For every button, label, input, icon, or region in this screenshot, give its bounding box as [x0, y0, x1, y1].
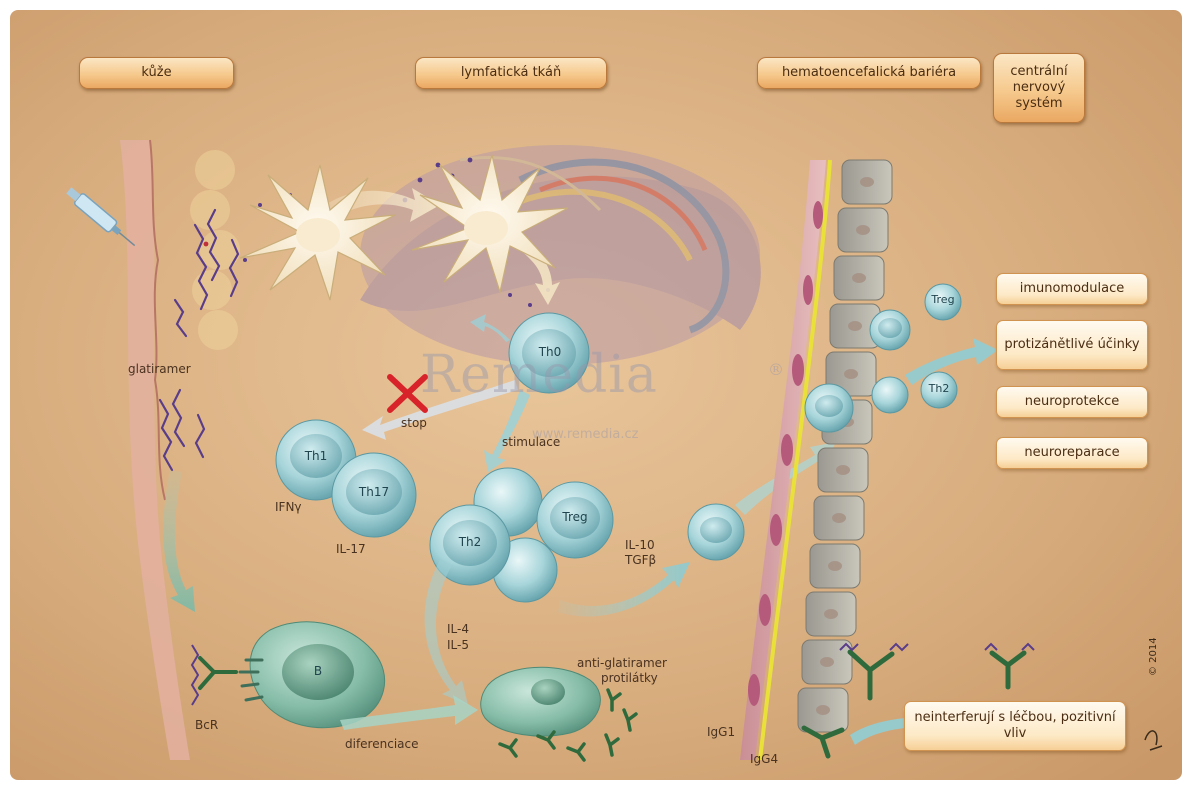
- label-antibodies-line1: anti-glatiramer: [577, 656, 667, 670]
- label-il4: IL-4: [447, 622, 469, 636]
- label-diferenciace: diferenciace: [345, 737, 418, 751]
- label-tgfb: TGFβ: [625, 553, 656, 567]
- copyright: © 2014: [1148, 637, 1160, 676]
- cell-b-label: B: [305, 664, 331, 678]
- cell-treg-cns-label: Treg: [926, 293, 960, 306]
- label-glatiramer: glatiramer: [128, 362, 191, 376]
- header-lymphatic-tissue: lymfatická tkáň: [415, 57, 607, 89]
- cell-th2-label: Th2: [450, 535, 490, 549]
- watermark-registered: ®: [768, 360, 784, 379]
- header-skin: kůže: [79, 57, 234, 89]
- effect-neuroreparation: neuroreparace: [996, 437, 1148, 469]
- label-igg1: IgG1: [707, 725, 735, 739]
- effect-neuroprotection: neuroprotekce: [996, 386, 1148, 418]
- outcome-box: neinterferují s léčbou, pozitivní vliv: [904, 701, 1126, 751]
- effect-immunomodulation: imunomodulace: [996, 273, 1148, 305]
- label-stop: stop: [401, 416, 427, 430]
- label-il10: IL-10: [625, 538, 655, 552]
- cell-th2-cns-label: Th2: [922, 382, 956, 395]
- label-il5: IL-5: [447, 638, 469, 652]
- label-antibodies-line2: protilátky: [601, 671, 658, 685]
- label-il17: IL-17: [336, 542, 366, 556]
- watermark-url: www.remedia.cz: [532, 427, 639, 442]
- label-igg4: IgG4: [750, 752, 778, 766]
- cell-th17-label: Th17: [353, 485, 395, 499]
- label-bcr: BcR: [195, 718, 218, 732]
- cell-th1-label: Th1: [298, 449, 334, 463]
- effect-anti-inflammatory: protizánětlivé účinky: [996, 320, 1148, 370]
- label-ifng: IFNγ: [275, 500, 302, 514]
- header-central-nervous-system: centrální nervový systém: [993, 53, 1085, 123]
- watermark-brand: Remedia: [420, 345, 658, 405]
- cell-treg-label: Treg: [555, 510, 595, 524]
- header-blood-brain-barrier: hematoencefalická bariéra: [757, 57, 981, 89]
